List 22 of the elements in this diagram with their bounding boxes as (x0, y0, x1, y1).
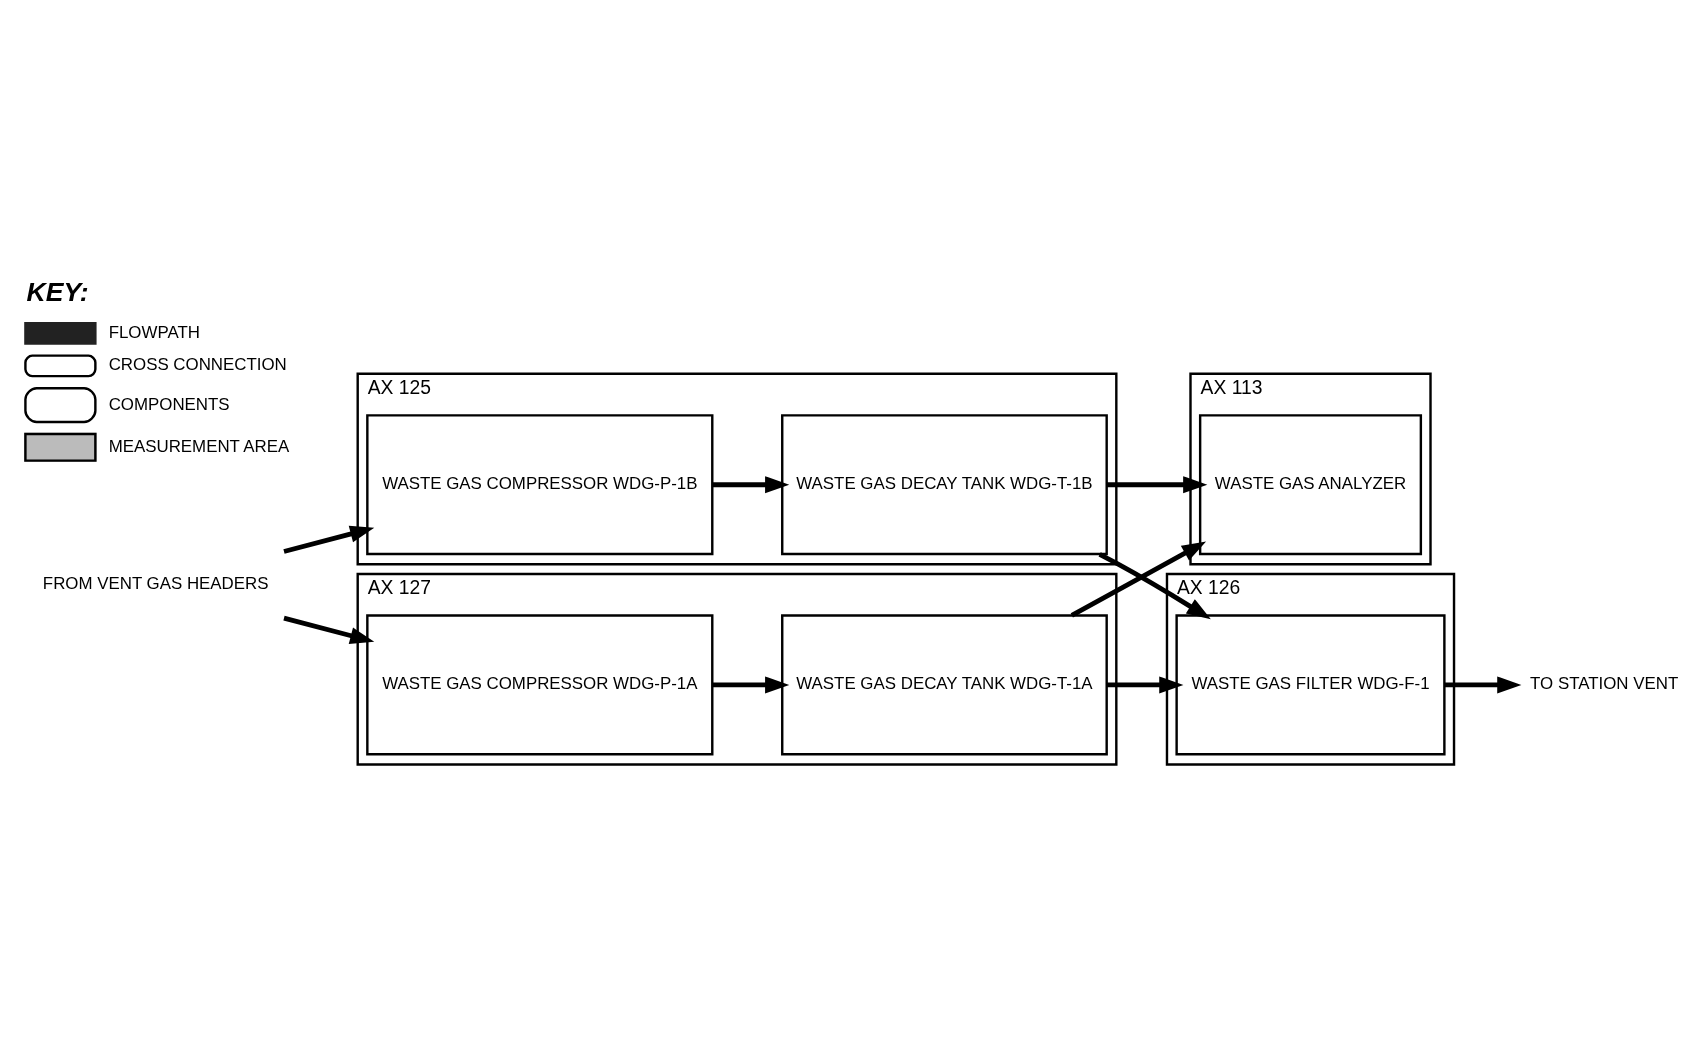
legend-label: MEASUREMENT AREA (108, 436, 290, 456)
node-box: WASTE GAS FILTER WDG-F-1 (1175, 613, 1446, 755)
node-box: WASTE GAS DECAY TANK WDG-T-1A (781, 613, 1108, 755)
arrow (1106, 675, 1184, 693)
node-box: WASTE GAS COMPRESSOR WDG-P-1B (366, 413, 714, 555)
legend-label: FLOWPATH (108, 322, 200, 342)
legend-label: COMPONENTS (108, 394, 230, 414)
arrow (283, 615, 375, 644)
arrow (712, 675, 790, 693)
arrow (1070, 541, 1207, 618)
node-text: TO STATION VENT (1530, 673, 1679, 693)
arrow (1098, 551, 1211, 619)
node-box: WASTE GAS DECAY TANK WDG-T-1B (781, 413, 1108, 555)
arrow (712, 475, 790, 493)
legend-label: CROSS CONNECTION (108, 354, 287, 374)
node-box: WASTE GAS ANALYZER (1198, 413, 1423, 555)
arrow (283, 525, 375, 554)
node-box: WASTE GAS COMPRESSOR WDG-P-1A (366, 613, 714, 755)
label: KEY: (26, 276, 89, 307)
node-text: FROM VENT GAS HEADERS (42, 573, 269, 593)
arrow (1444, 675, 1522, 693)
arrow (1106, 475, 1208, 493)
